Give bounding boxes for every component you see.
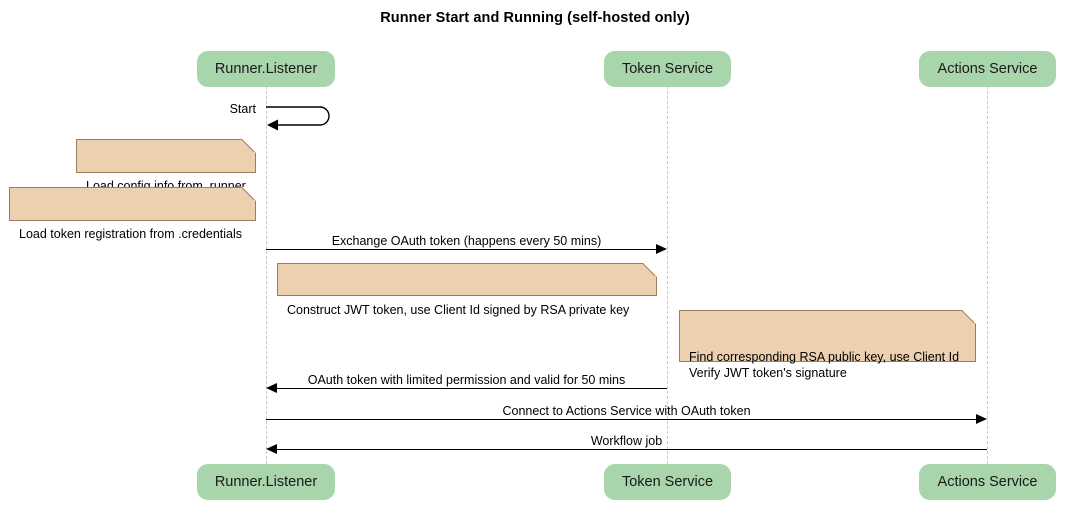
note-fold-icon xyxy=(962,310,976,324)
message-arrowhead-connect-actions-service xyxy=(976,413,987,424)
message-line-workflow-job xyxy=(277,449,987,450)
note-fold-icon xyxy=(242,187,256,201)
self-message-start xyxy=(262,100,352,139)
self-loop-path-icon xyxy=(266,106,330,131)
participant-token-service-top[interactable]: Token Service xyxy=(604,51,731,87)
message-arrowhead-exchange-oauth-token xyxy=(656,243,667,254)
note-fold-icon xyxy=(643,263,657,277)
lifeline-actions xyxy=(987,86,988,464)
message-label-connect-actions-service: Connect to Actions Service with OAuth to… xyxy=(502,404,751,418)
lifeline-token xyxy=(667,86,668,464)
note-text: Find corresponding RSA public key, use C… xyxy=(689,350,960,380)
note-load-config: Load config info from .runner xyxy=(76,139,256,193)
message-arrowhead-workflow-job xyxy=(266,443,277,454)
note-fold-icon xyxy=(242,139,256,153)
participant-actions-service-bottom[interactable]: Actions Service xyxy=(919,464,1056,500)
message-line-connect-actions-service xyxy=(266,419,976,420)
message-line-oauth-token-reply xyxy=(277,388,667,389)
note-load-token-registration: Load token registration from .credential… xyxy=(9,187,256,241)
note-text: Construct JWT token, use Client Id signe… xyxy=(287,303,630,317)
message-label-exchange-oauth-token: Exchange OAuth token (happens every 50 m… xyxy=(331,234,602,248)
note-construct-jwt-token: Construct JWT token, use Client Id signe… xyxy=(277,263,657,317)
participant-actions-service-top[interactable]: Actions Service xyxy=(919,51,1056,87)
participant-runner-listener-bottom[interactable]: Runner.Listener xyxy=(197,464,335,500)
note-text: Load token registration from .credential… xyxy=(19,227,243,241)
message-label-oauth-token-reply: OAuth token with limited permission and … xyxy=(307,373,626,387)
participant-token-service-bottom[interactable]: Token Service xyxy=(604,464,731,500)
participant-runner-listener-top[interactable]: Runner.Listener xyxy=(197,51,335,87)
lifeline-runner xyxy=(266,86,267,464)
page-title: Runner Start and Running (self-hosted on… xyxy=(380,10,690,26)
note-verify-jwt-signature: Find corresponding RSA public key, use C… xyxy=(679,310,976,380)
message-label-workflow-job: Workflow job xyxy=(590,434,663,448)
message-arrowhead-oauth-token-reply xyxy=(266,382,277,393)
message-line-exchange-oauth-token xyxy=(266,249,656,250)
message-label-start: Start xyxy=(229,102,256,116)
